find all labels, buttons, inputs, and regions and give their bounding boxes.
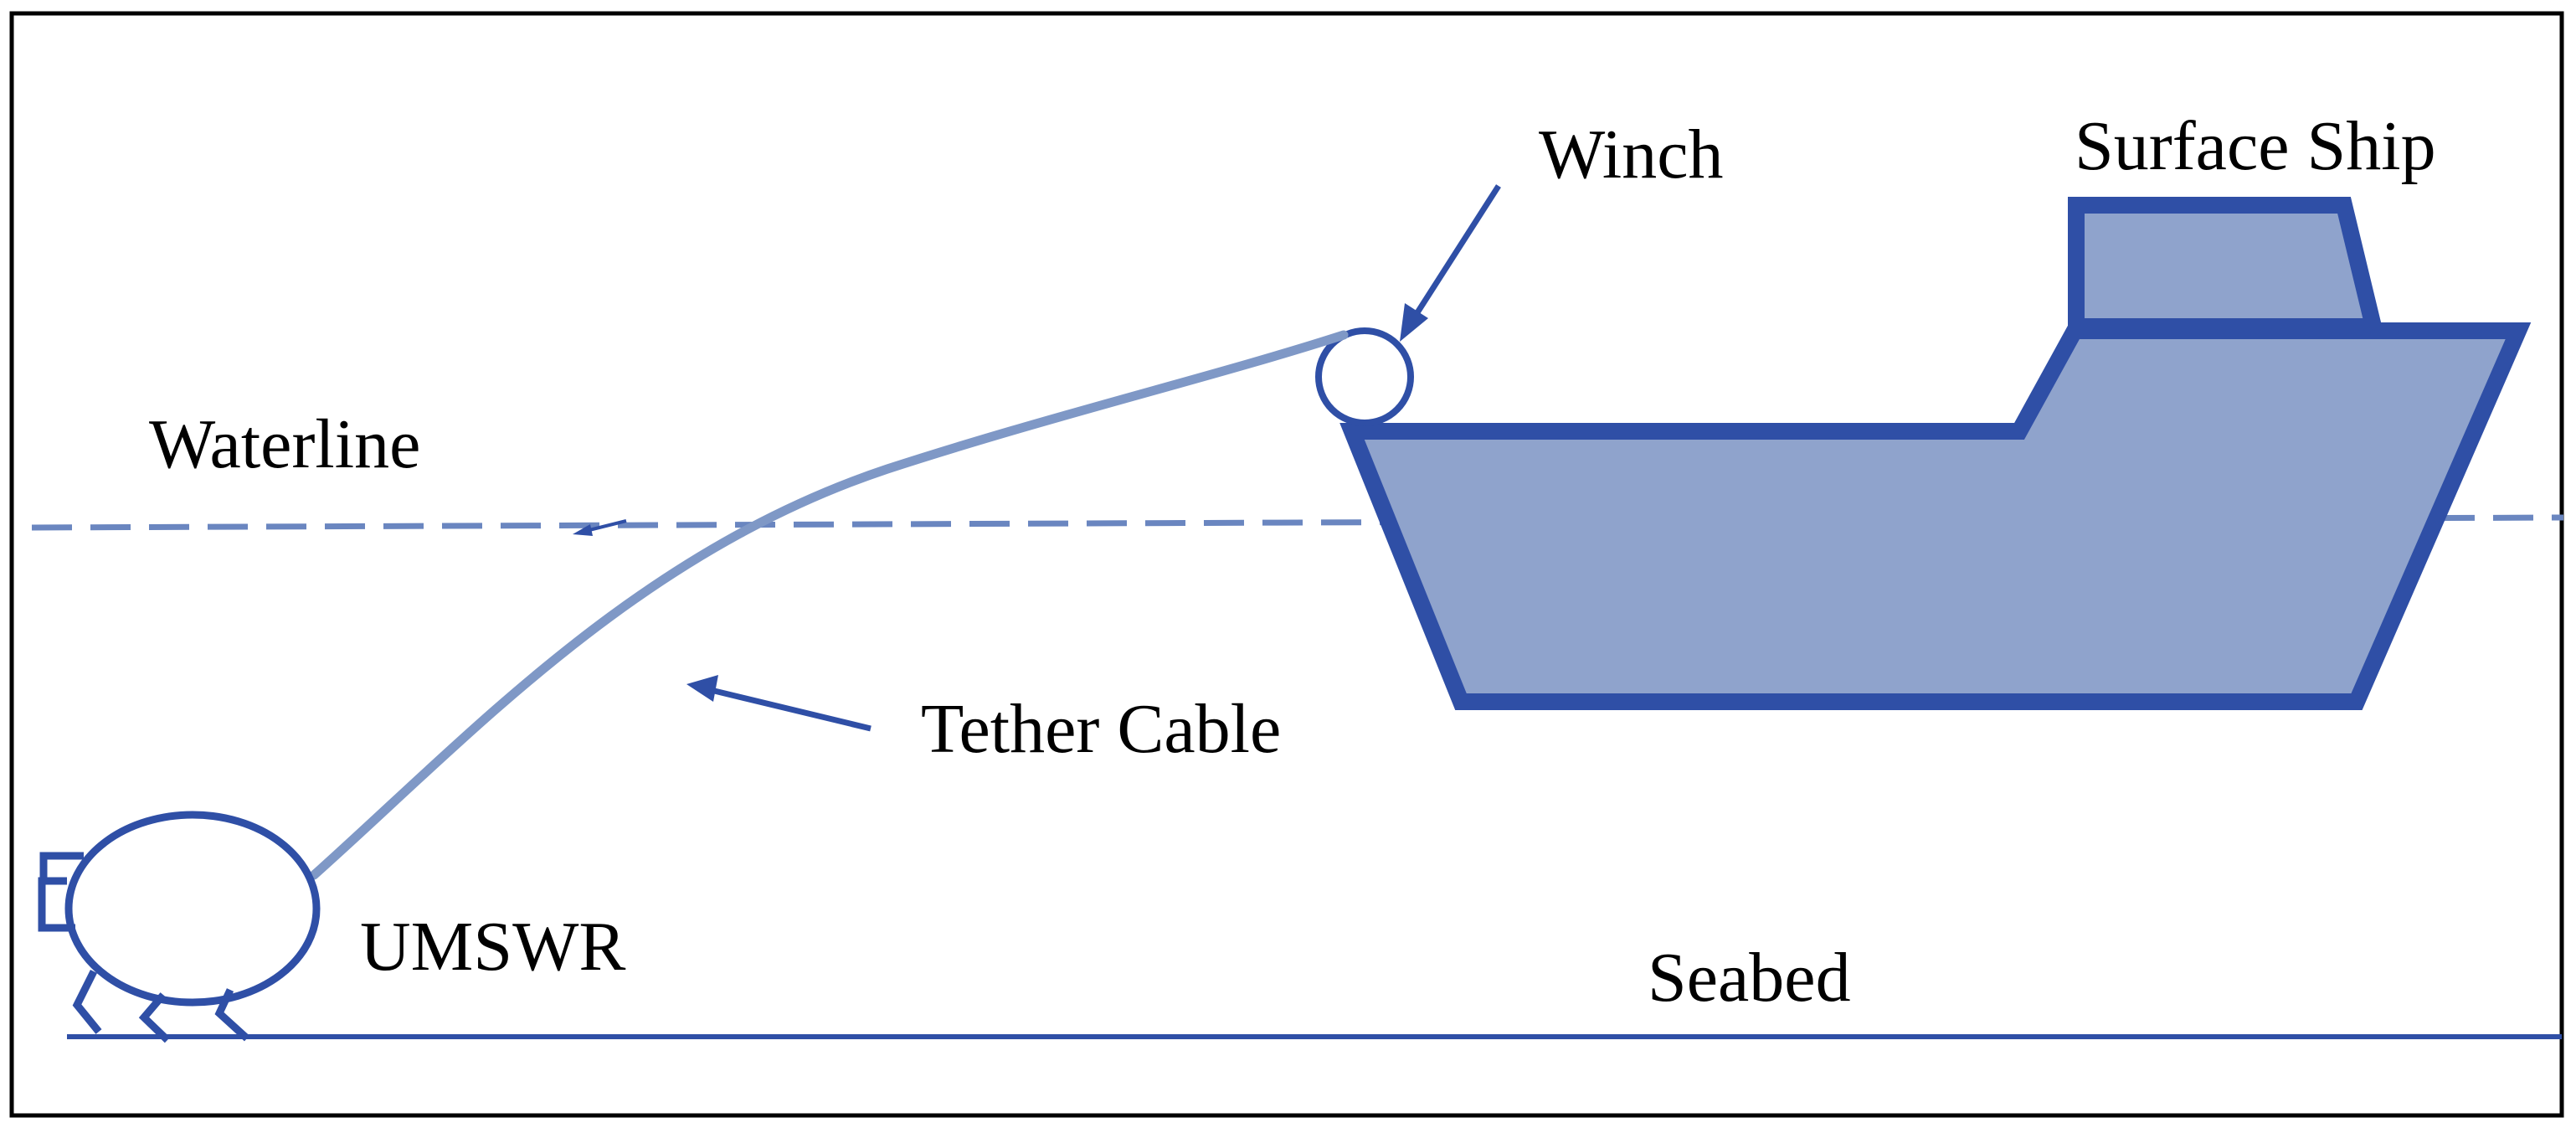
robot-front-bracket [38, 852, 84, 932]
robot-body [64, 811, 321, 1007]
robot-leg-3 [214, 988, 250, 1042]
winch-arrow-head [1400, 303, 1428, 342]
tether-arrow-line [707, 686, 872, 732]
winch-drum [1315, 327, 1414, 426]
surface-ship-label: Surface Ship [2075, 107, 2436, 185]
umswr-label: UMSWR [360, 908, 625, 986]
robot-leg-1 [72, 969, 102, 1034]
tether-arrow-head [686, 675, 718, 702]
tether-cable-label: Tether Cable [921, 690, 1281, 768]
waterline-label: Waterline [149, 405, 420, 483]
waterline-arrow-head [573, 524, 593, 536]
umswr-robot [38, 811, 321, 1043]
seabed-label: Seabed [1648, 939, 1851, 1017]
winch-arrow-line [1412, 184, 1501, 318]
winch-label: Winch [1539, 116, 1724, 193]
ship-hull [1339, 322, 2532, 710]
robot-leg-2 [138, 992, 171, 1043]
ship-superstructure [2068, 197, 2384, 335]
tether-cable [309, 330, 1349, 880]
